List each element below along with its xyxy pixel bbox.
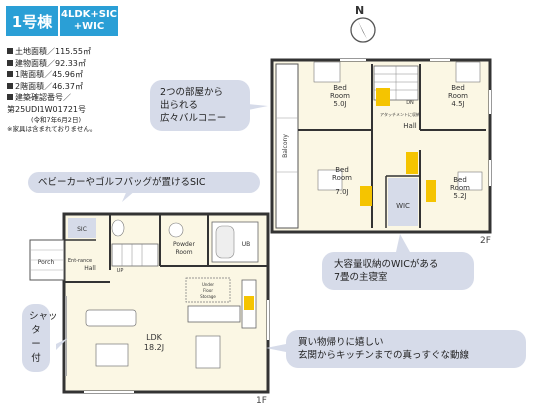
bed-room-5j-size: 5.0J <box>333 100 346 108</box>
layout-type-badge: 4LDK+SIC +WIC <box>60 6 118 36</box>
floor1-label: 1F <box>256 396 267 406</box>
under-floor-label-2: Floor <box>203 288 213 293</box>
spec-text: 建物面積／92.33㎡ <box>15 58 86 68</box>
bullet-square-icon <box>7 48 13 54</box>
balcony-callout: 2つの部屋から 出られる 広々バルコニー <box>150 80 250 131</box>
bed-room-52j-label-2: Room <box>450 184 470 192</box>
shutter-callout-line: ー <box>31 339 41 350</box>
bed-room-5j-label-1: Bed <box>333 84 347 92</box>
spec-note: ※家具は含まれておりません。 <box>7 125 127 134</box>
spec-text: (令和7年6月2日) <box>31 115 81 124</box>
bed-room-45j-size: 4.5J <box>451 100 464 108</box>
bullet-square-icon <box>7 94 13 101</box>
powder-room-label-2: Room <box>175 249 192 256</box>
spec-building-area: 建物面積／92.33㎡ <box>7 58 127 70</box>
spec-text: ※家具は含まれておりません。 <box>7 124 97 133</box>
bed-room-52j-size: 5.2J <box>453 192 466 200</box>
shutter-callout-line: 付 <box>31 353 41 364</box>
wic-callout-line: 大容量収納のWICがある <box>334 259 439 270</box>
balcony-callout-pointer <box>248 104 268 110</box>
wic-label: WIC <box>396 202 410 210</box>
floor2-plan <box>270 58 492 234</box>
balcony-callout-line: 広々バルコニー <box>160 113 227 124</box>
spec-text: 1階面積／45.96㎡ <box>15 70 83 80</box>
balcony-label: Balcony <box>282 134 289 158</box>
shutter-callout-line: タ <box>31 325 41 336</box>
spec-permit-date: (令和7年6月2日) <box>7 116 127 125</box>
entrance-label: Ent-rance <box>68 258 92 264</box>
kitchen-callout-line: 買い物帰りに嬉しい <box>298 337 384 348</box>
shutter-callout-line: シャッ <box>29 311 58 322</box>
bed-room-7j-label-1: Bed <box>335 166 349 174</box>
wic-callout-pointer <box>396 234 410 252</box>
compass-north-label: N <box>355 4 364 17</box>
kitchen-callout: 買い物帰りに嬉しい 玄関からキッチンまでの真っすぐな動線 <box>286 330 526 368</box>
kitchen-callout-line: 玄関からキッチンまでの真っすぐな動線 <box>298 350 470 361</box>
layout-type-line1: 4LDK+SIC <box>60 9 118 20</box>
bed-room-52j-label-1: Bed <box>453 176 467 184</box>
sic-room-label: SIC <box>77 226 87 233</box>
spec-permit-label: 建築確認番号／ <box>7 92 127 104</box>
dn-label: DN <box>406 100 414 106</box>
sic-callout-text: ベビーカーやゴルフバッグが置けるSIC <box>38 177 206 188</box>
bullet-square-icon <box>7 82 13 89</box>
wic-callout: 大容量収納のWICがある 7畳の主寝室 <box>322 252 474 290</box>
hall-1f-label: Hall <box>84 265 96 272</box>
balcony-callout-line: 2つの部屋から <box>160 87 224 98</box>
compass-icon: N <box>350 4 376 43</box>
sic-callout: ベビーカーやゴルフバッグが置けるSIC <box>28 172 260 193</box>
wic-callout-line: 7畳の主寝室 <box>334 272 388 283</box>
spec-text: 第25UDI1W01721号 <box>7 104 87 114</box>
bed-room-7j-label-2: Room <box>332 174 352 182</box>
balcony-callout-line: 出られる <box>160 100 199 111</box>
spec-floor2-area: 2階面積／46.37㎡ <box>7 81 127 93</box>
under-floor-label-3: Storage <box>200 294 216 299</box>
kitchen-callout-pointer <box>266 344 286 352</box>
spec-text: 2階面積／46.37㎡ <box>15 81 83 91</box>
floor2-label: 2F <box>480 236 491 246</box>
shutter-callout-pointer <box>56 338 68 350</box>
bullet-square-icon <box>7 59 13 66</box>
storage-note-label: アタッチメントに収納 <box>380 111 420 117</box>
spec-text: 土地面積／115.55㎡ <box>15 47 91 56</box>
bed-room-45j-label-1: Bed <box>451 84 465 92</box>
building-number-badge: 1号棟 <box>6 6 58 36</box>
porch-label: Porch <box>38 259 55 266</box>
ldk-size: 18.2J <box>144 343 164 352</box>
bed-room-7j-size: 7.0J <box>335 188 348 196</box>
bed-room-45j-label-2: Room <box>448 92 468 100</box>
powder-room-label-1: Powder <box>173 241 195 248</box>
spec-floor1-area: 1階面積／45.96㎡ <box>7 69 127 81</box>
spec-text: 建築確認番号／ <box>15 93 71 103</box>
floor1-plan <box>29 212 270 394</box>
spec-land-area: 土地面積／115.55㎡ <box>7 46 127 58</box>
ub-label: UB <box>242 241 251 248</box>
hall-2f-label: Hall <box>403 122 416 130</box>
ldk-label: LDK <box>146 333 163 342</box>
bed-room-5j-label-2: Room <box>330 92 350 100</box>
shutter-callout: シャッ タ ー 付 <box>22 304 58 372</box>
layout-type-line2: +WIC <box>73 21 105 32</box>
bullet-square-icon <box>7 71 13 78</box>
building-number: 1号棟 <box>11 12 53 31</box>
up-label: UP <box>117 268 124 274</box>
under-floor-label-1: Under <box>202 282 214 287</box>
spec-permit-number: 第25UDI1W01721号 <box>7 104 127 116</box>
spec-list: 土地面積／115.55㎡ 建物面積／92.33㎡ 1階面積／45.96㎡ 2階面… <box>7 46 127 134</box>
